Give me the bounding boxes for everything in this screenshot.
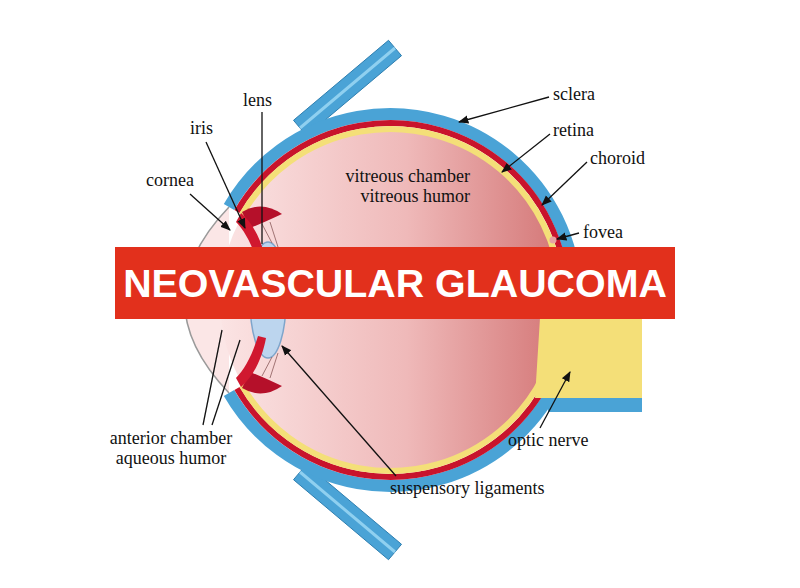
leader-retina bbox=[502, 134, 550, 172]
leader-sclera bbox=[459, 97, 549, 122]
part-label: choroid bbox=[590, 148, 645, 168]
leader-iris bbox=[206, 142, 245, 228]
leader-cornea bbox=[190, 194, 230, 230]
title-text: NEOVASCULAR GLAUCOMA bbox=[123, 261, 667, 305]
part-label: iris bbox=[190, 118, 213, 138]
part-label: fovea bbox=[583, 222, 623, 242]
leader-aqueous-humor bbox=[212, 340, 240, 425]
part-label: cornea bbox=[146, 170, 194, 190]
part-label: optic nerve bbox=[508, 430, 588, 450]
title-band: NEOVASCULAR GLAUCOMA bbox=[115, 247, 675, 319]
leader-lens bbox=[261, 112, 262, 244]
leader-fovea bbox=[557, 233, 579, 239]
leader-anterior-chamber bbox=[203, 330, 222, 425]
leader-optic-nerve bbox=[540, 372, 570, 428]
part-label: lens bbox=[243, 90, 272, 110]
iris-bottom bbox=[236, 336, 266, 387]
part-label: retina bbox=[553, 120, 594, 140]
part-label: anterior chamber aqueous humor bbox=[90, 428, 252, 468]
optic-nerve bbox=[535, 318, 642, 398]
leader-suspensory bbox=[282, 346, 396, 476]
fovea-dip bbox=[550, 237, 557, 244]
part-label: sclera bbox=[553, 84, 595, 104]
part-label: vitreous chamber vitreous humor bbox=[290, 166, 470, 206]
leader-choroid bbox=[542, 162, 587, 205]
part-label: suspensory ligaments bbox=[390, 478, 545, 498]
